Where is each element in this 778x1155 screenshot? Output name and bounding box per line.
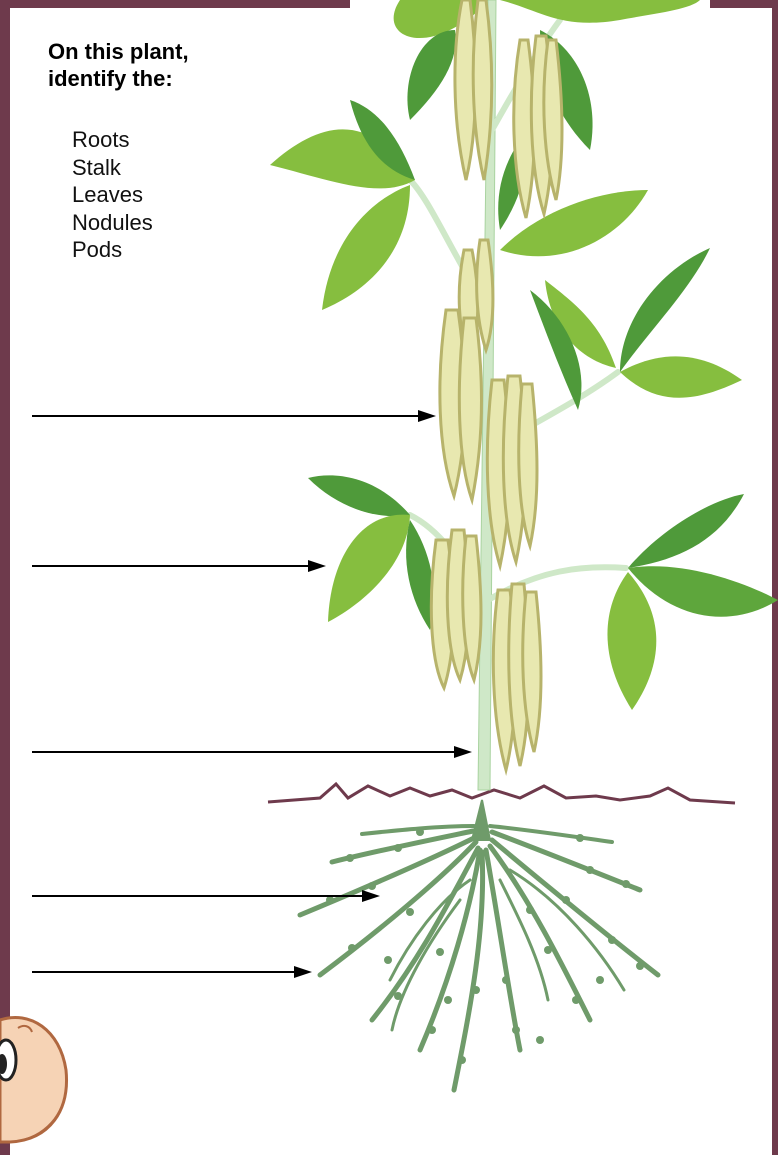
list-item: Nodules (72, 209, 153, 237)
title-line-1: On this plant, (48, 38, 278, 65)
root-nodules (326, 828, 644, 1064)
arrow-icon (294, 966, 312, 978)
arrow-icon (454, 746, 472, 758)
title-line-2: identify the: (48, 65, 278, 92)
list-item: Leaves (72, 181, 153, 209)
label-arrows (32, 410, 472, 978)
list-item: Pods (72, 236, 153, 264)
pods (431, 0, 562, 770)
arrow-icon (362, 890, 380, 902)
mascot-icon (0, 1017, 67, 1142)
list-item: Roots (72, 126, 153, 154)
arrow-icon (418, 410, 436, 422)
arrow-icon (308, 560, 326, 572)
parts-list: Roots Stalk Leaves Nodules Pods (72, 126, 153, 264)
worksheet-title: On this plant, identify the: (48, 38, 278, 92)
ground-line (268, 784, 735, 803)
list-item: Stalk (72, 154, 153, 182)
